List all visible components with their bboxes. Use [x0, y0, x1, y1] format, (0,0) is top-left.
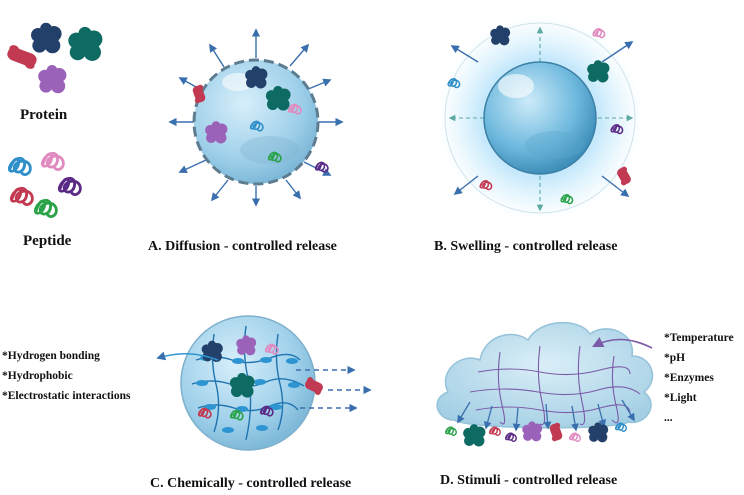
interaction-list: *Hydrogen bonding *Hydrophobic *Electros…	[2, 346, 131, 406]
panel-a-caption: A. Diffusion - controlled release	[148, 239, 337, 254]
legend-peptides	[7, 151, 82, 218]
interaction-item: *Electrostatic interactions	[2, 390, 131, 402]
peptide-icon	[57, 176, 82, 196]
panel-c-caption: C. Chemically - controlled release	[150, 476, 352, 491]
peptide-icon	[488, 426, 501, 436]
interaction-item: *Hydrophobic	[2, 370, 73, 382]
peptide-icon	[504, 432, 517, 442]
stimuli-hydrogel-cloud	[436, 322, 654, 429]
panel-d-stimuli	[436, 322, 654, 447]
sphere-shadow	[525, 131, 585, 159]
panel-c-chemical	[156, 315, 372, 451]
interaction-item: *Hydrogen bonding	[2, 350, 100, 362]
swelling-boundary	[444, 22, 636, 214]
stimulus-item: *Enzymes	[664, 372, 714, 384]
panel-a-diffusion	[168, 28, 344, 207]
stimuli-list: *Temperature *pH *Enzymes *Light ...	[664, 328, 734, 428]
stimulus-item: ...	[664, 412, 673, 424]
stimulus-item: *pH	[664, 352, 686, 364]
protein-icon	[31, 22, 62, 54]
release-arrows	[168, 28, 344, 207]
peptide-icon	[40, 151, 65, 171]
stimulus-item: *Temperature	[664, 332, 734, 344]
interaction-pointer-arrow	[156, 351, 219, 361]
panel-b-swelling	[432, 10, 648, 226]
protein-legend-label: Protein	[20, 107, 68, 123]
peptide-icon	[444, 426, 457, 436]
protein-icon	[38, 65, 67, 94]
panel-d-caption: D. Stimuli - controlled release	[440, 473, 618, 488]
sphere-highlight	[498, 74, 534, 98]
peptide-icon	[314, 161, 329, 173]
sphere-shadow	[240, 136, 300, 164]
peptide-icon	[568, 432, 581, 442]
swelling-sphere	[483, 61, 597, 175]
protein-icon	[463, 424, 486, 447]
release-arrows	[450, 41, 634, 198]
peptide-icon	[33, 198, 58, 218]
panel-b-caption: B. Swelling - controlled release	[434, 239, 618, 254]
protein-icon	[68, 26, 103, 61]
peptide-legend-label: Peptide	[23, 233, 72, 249]
release-arrows	[457, 399, 635, 432]
stimulus-item: *Light	[664, 392, 697, 404]
peptide-icon	[7, 156, 32, 176]
polymer-network	[469, 345, 641, 426]
peptide-icon	[614, 422, 627, 432]
release-arrows	[296, 365, 372, 413]
peptide-icon	[9, 186, 34, 206]
legend-proteins	[4, 22, 103, 94]
stimulus-arrow	[591, 336, 653, 349]
swelling-arrows	[448, 26, 634, 212]
